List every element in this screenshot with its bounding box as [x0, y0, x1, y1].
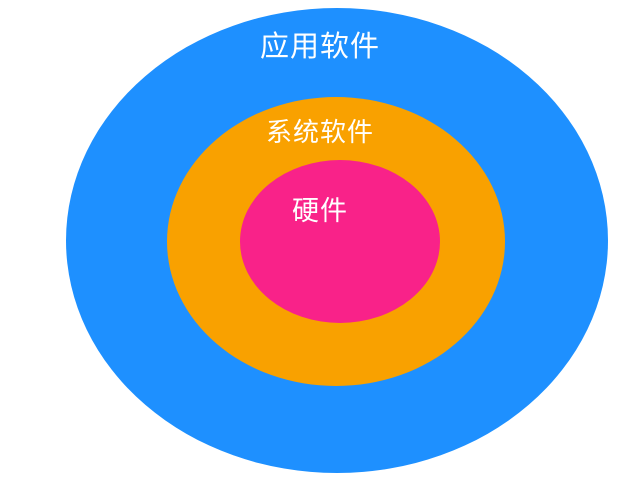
layer-label-hardware: 硬件 — [292, 196, 348, 226]
layer-label-system-software: 系统软件 — [265, 117, 374, 147]
layer-ellipse-inner — [240, 160, 440, 323]
layer-label-application-software: 应用软件 — [259, 31, 380, 63]
